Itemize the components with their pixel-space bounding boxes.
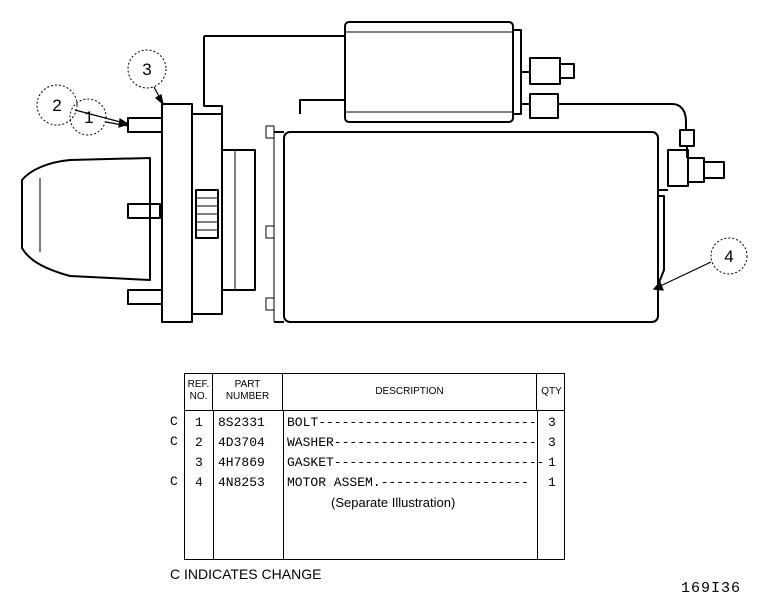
figure-id: 169I36	[681, 580, 742, 597]
header-qty-text: QTY	[541, 386, 562, 397]
table-row: 4 4N8253 MOTOR ASSEM.-------------------…	[185, 475, 566, 495]
part-cell: 4D3704	[218, 435, 265, 450]
stud-mid	[127, 203, 161, 219]
part-cell: 4H7869	[218, 455, 265, 470]
table-note-row: (Separate Illustration)	[185, 495, 566, 515]
drive-housing-nose	[21, 157, 151, 281]
header-ref-no: REF. NO.	[185, 374, 213, 410]
starter-motor-drawing: 2 1 3 4	[21, 21, 748, 323]
header-description-text: DESCRIPTION	[375, 386, 444, 397]
ref-cell: 4	[195, 475, 203, 490]
stud-bottom	[127, 289, 163, 305]
desc-cell: MOTOR ASSEM.-------------------	[287, 475, 529, 490]
separate-illustration-note: (Separate Illustration)	[331, 495, 456, 510]
callout-2-bubble	[36, 84, 78, 126]
solenoid	[344, 21, 514, 123]
ref-cell: 3	[195, 455, 203, 470]
callout-1-label: 1	[84, 108, 93, 127]
solenoid-terminal-nut	[529, 57, 561, 85]
parts-table: REF. NO. PART NUMBER DESCRIPTION QTY 1 8…	[184, 373, 565, 560]
ref-cell: 1	[195, 415, 203, 430]
callout-1-bubble	[69, 98, 107, 136]
qty-cell: 3	[548, 415, 556, 430]
qty-cell: 1	[548, 455, 556, 470]
desc-cell: GASKET---------------------------	[287, 455, 545, 470]
shift-lever-housing	[203, 35, 346, 114]
callout-3-label: 3	[142, 60, 151, 79]
table-row: 2 4D3704 WASHER-------------------------…	[185, 435, 566, 455]
table-row: 3 4H7869 GASKET-------------------------…	[185, 455, 566, 475]
motor-terminal	[667, 149, 689, 187]
callout-4-bubble	[710, 237, 748, 275]
desc-cell: BOLT----------------------------	[287, 415, 537, 430]
mounting-flange	[161, 103, 193, 323]
callout-2-label: 2	[52, 96, 61, 115]
header-ref-no-text: REF. NO.	[187, 379, 210, 402]
change-mark-row-1: C	[170, 414, 178, 429]
connector-strap	[558, 103, 687, 130]
motor-body	[283, 131, 659, 323]
part-cell: 8S2331	[218, 415, 265, 430]
qty-cell: 3	[548, 435, 556, 450]
change-mark-row-4: C	[170, 474, 178, 489]
solenoid-terminal-lower	[529, 93, 559, 119]
part-cell: 4N8253	[218, 475, 265, 490]
table-row: 1 8S2331 BOLT---------------------------…	[185, 415, 566, 435]
callout-3-bubble	[127, 49, 167, 89]
change-mark-row-2: C	[170, 434, 178, 449]
desc-cell: WASHER--------------------------	[287, 435, 537, 450]
change-legend: C INDICATES CHANGE	[170, 566, 322, 582]
header-part-number-text: PART NUMBER	[225, 379, 270, 402]
callout-4-label: 4	[724, 247, 733, 266]
header-qty: QTY	[537, 374, 566, 410]
header-part-number: PART NUMBER	[213, 374, 283, 410]
stud-top	[127, 117, 163, 133]
ref-cell: 2	[195, 435, 203, 450]
header-description: DESCRIPTION	[283, 374, 537, 410]
qty-cell: 1	[548, 475, 556, 490]
